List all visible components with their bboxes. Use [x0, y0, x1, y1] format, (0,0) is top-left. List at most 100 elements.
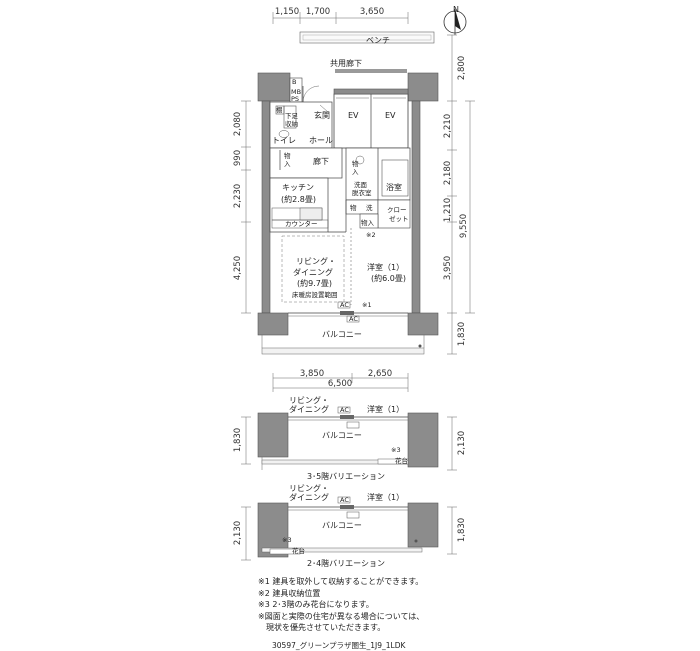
counter-label: カウンター: [285, 219, 318, 228]
ac-label: AC: [340, 301, 349, 309]
right-dim-4: 1,210: [443, 198, 453, 222]
left-dim-4: 4,250: [233, 256, 243, 280]
corridor-edge: [335, 69, 407, 73]
top-dimension-line: [272, 12, 409, 24]
mono4-label: 物入: [361, 218, 375, 227]
right-dim-5: 3,950: [443, 256, 453, 280]
closet-label: クロー: [387, 206, 407, 214]
bench-label: ベンチ: [366, 36, 390, 45]
top-dim-b: 1,700: [306, 7, 330, 17]
living-label: リビング・: [296, 256, 336, 266]
rouka-label: 廊下: [313, 156, 329, 166]
pillar: [407, 412, 439, 468]
note-3: ※3 2･3階のみ花台になります。: [258, 600, 374, 609]
var2-ac-label: AC: [340, 496, 349, 504]
western-size-label: (約6.0畳): [371, 273, 406, 283]
svg-text:脱衣室: 脱衣室: [352, 188, 372, 197]
var1-western-label: 洋室（1）: [367, 404, 404, 414]
var2-western-label: 洋室（1）: [367, 492, 404, 502]
var2-mark-label: ※3: [282, 536, 292, 544]
right-dim-2: 2,210: [443, 114, 453, 138]
entrance-area: [269, 101, 333, 149]
var1-ac-label: AC: [340, 406, 349, 414]
north-label: N: [453, 5, 459, 14]
ev1-label: EV: [348, 111, 359, 120]
var2-right-dim: 1,830: [457, 518, 467, 542]
right-dim-6: 1,830: [457, 322, 467, 346]
right-dim-1: 2,800: [457, 56, 467, 80]
right-dim-total: 9,550: [459, 214, 469, 238]
top-dim-a: 1,150: [275, 7, 299, 17]
var2-caption: 2･4階バリエーション: [307, 558, 385, 568]
note-1: ※1 建具を取外して収納することができます。: [258, 577, 424, 586]
elevator-wall: [333, 88, 409, 95]
exterior-wall-right: [411, 100, 421, 314]
toilet-label: トイレ: [272, 136, 296, 145]
north-arrow-icon: [443, 9, 467, 35]
mono3-label: 物: [350, 203, 357, 212]
ev2-label: EV: [385, 111, 396, 120]
ps-label: PS: [291, 95, 299, 103]
var1-caption: 3･5階バリエーション: [307, 471, 385, 481]
ac-label: AC: [349, 315, 358, 323]
var1-mark-label: ※3: [391, 446, 401, 454]
shoes-label: 下足: [285, 112, 299, 120]
mb-label: MB: [291, 88, 301, 96]
left-dim-2: 990: [233, 150, 243, 166]
corridor-label: 共用廊下: [330, 58, 362, 68]
bath-label: 浴室: [386, 182, 402, 192]
b-label: B: [292, 78, 296, 86]
western-label: 洋室（1）: [367, 262, 404, 272]
floor-heating-area: [281, 235, 345, 303]
svg-text:ゼット: ゼット: [389, 214, 409, 223]
kitchen-label: キッチン: [282, 183, 314, 192]
pillar: [407, 72, 439, 102]
variation-2-4: [241, 496, 457, 561]
variation-3-5: [241, 406, 457, 471]
senmen-label: 洗面: [354, 180, 368, 189]
floor-heat-label: 床暖房設置範囲: [292, 290, 338, 299]
var1-dining-label: ダイニング: [289, 404, 329, 414]
mono2-label: 物: [352, 159, 359, 168]
exterior-wall-left: [261, 100, 271, 314]
mono1-label: 物: [284, 151, 291, 160]
pillar: [407, 312, 439, 336]
var2-balcony-label: バルコニー: [322, 521, 362, 530]
note-5: 現状を優先させていただきます。: [258, 623, 386, 632]
right-dim-3: 2,180: [443, 161, 453, 185]
hall-label: ホール: [309, 136, 333, 145]
var1-left-dim: 1,830: [233, 428, 243, 452]
bottom-dim-1: 3,850: [300, 369, 324, 379]
dining-label: ダイニング: [293, 267, 333, 277]
left-dim-1: 2,080: [233, 112, 243, 136]
var2-living-label: リビング・: [289, 483, 329, 493]
pillar: [407, 502, 439, 548]
note-2: ※2 建具収納位置: [258, 588, 321, 598]
pillar: [257, 72, 291, 102]
var1-flower-label: 花台: [395, 456, 408, 465]
left-dim-3: 2,230: [233, 184, 243, 208]
mark2-label: ※2: [366, 231, 376, 239]
top-dim-c: 3,650: [360, 7, 384, 17]
right-dimension-line: [447, 34, 475, 355]
bottom-dim-2: 2,650: [368, 369, 392, 379]
living-size-label: (約9.7畳): [297, 278, 332, 288]
tana-label: 棚: [276, 105, 283, 114]
mark1-label: ※1: [362, 301, 372, 309]
var2-left-dim: 2,130: [233, 521, 243, 545]
pillar: [257, 312, 289, 336]
bottom-dimension-line: [272, 373, 409, 392]
svg-text:入: 入: [284, 160, 291, 168]
var2-dining-label: ダイニング: [289, 492, 329, 502]
var1-balcony-label: バルコニー: [322, 431, 362, 440]
footer-code: 30597_グリーンプラザ圏生_1J9_1LDK: [272, 641, 406, 650]
bench: [299, 31, 435, 44]
var1-right-dim: 2,130: [457, 431, 467, 455]
note-4: ※図面と実際の住宅が異なる場合については、: [258, 611, 425, 621]
bottom-dim-total: 6,500: [328, 379, 352, 389]
sen-label: 洗: [366, 203, 373, 212]
var1-living-label: リビング・: [289, 395, 329, 405]
balcony-label: バルコニー: [322, 330, 362, 339]
var2-flower-label: 花台: [292, 546, 305, 555]
